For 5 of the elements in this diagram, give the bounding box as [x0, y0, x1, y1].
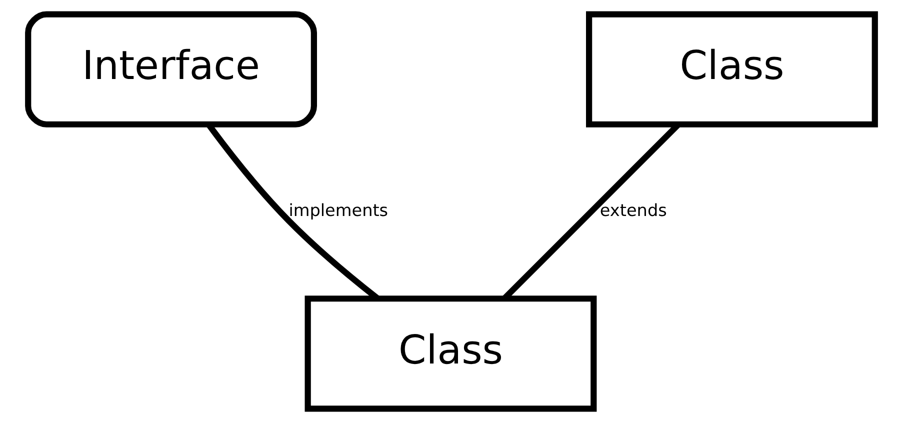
edge-label: implements	[288, 200, 388, 220]
edge-label: extends	[600, 200, 667, 220]
node-box: Class	[586, 11, 878, 128]
node-box: Interface	[25, 11, 317, 128]
node-box: Class	[304, 296, 597, 412]
